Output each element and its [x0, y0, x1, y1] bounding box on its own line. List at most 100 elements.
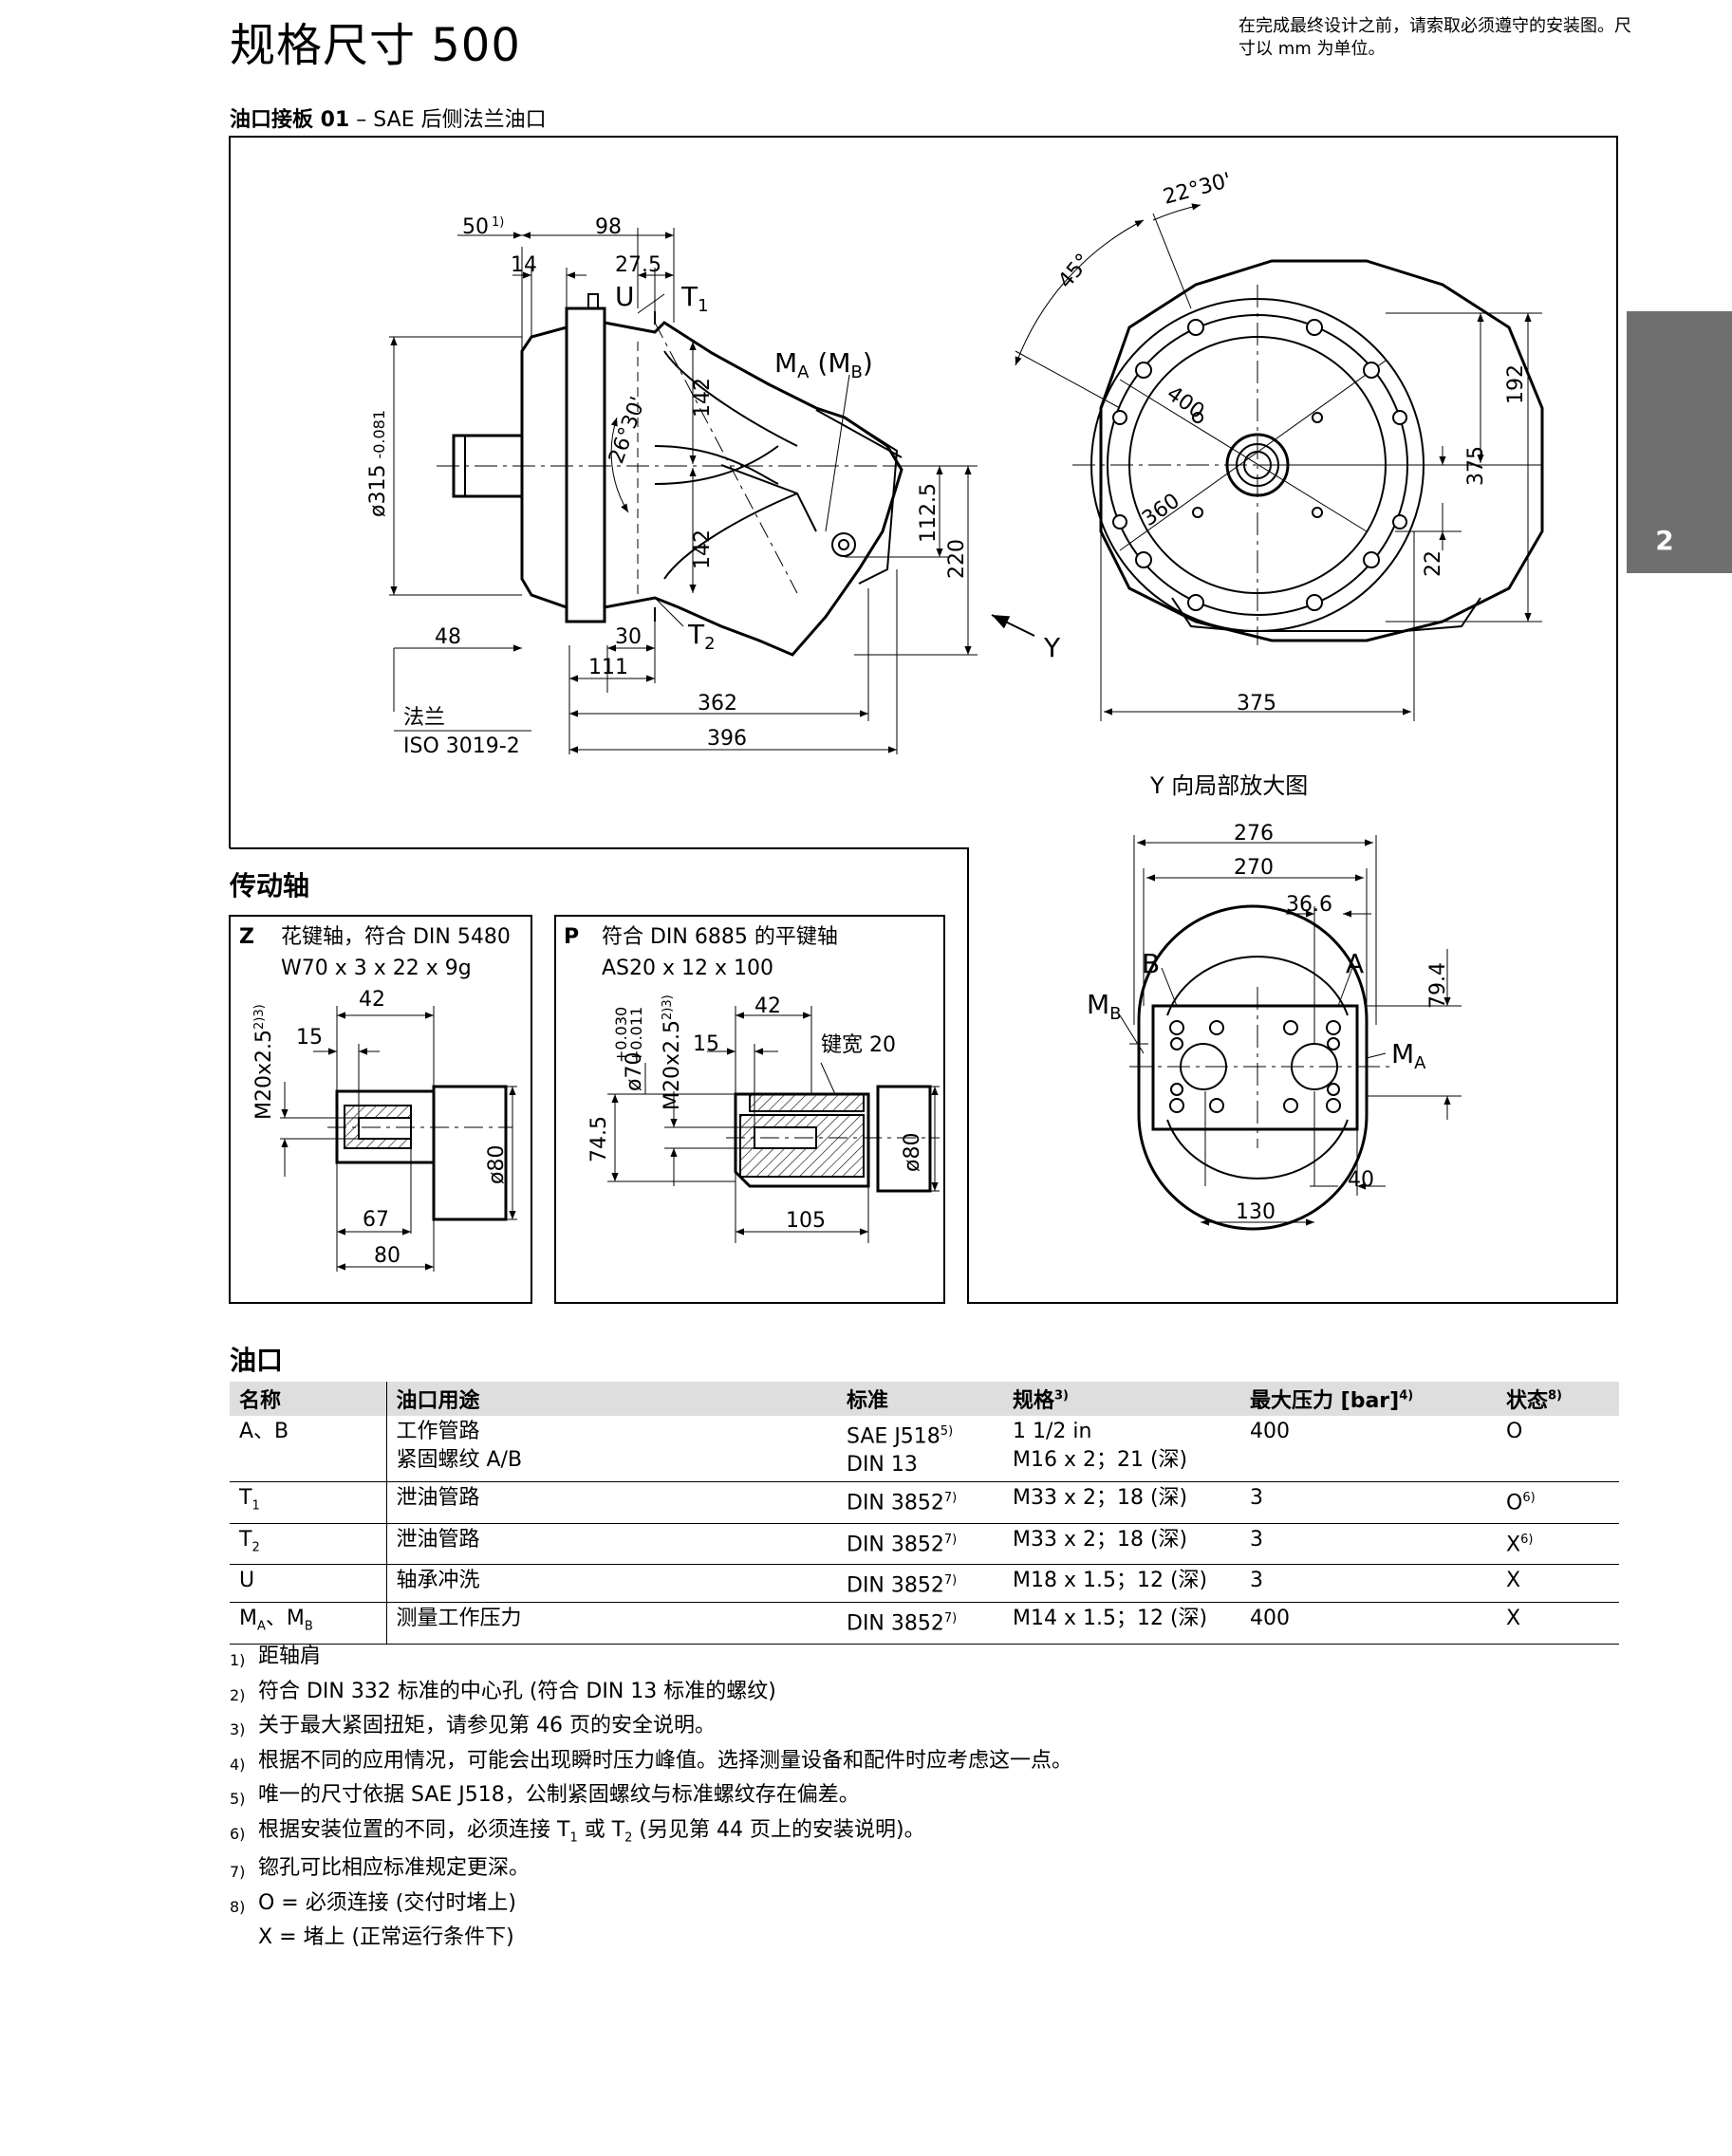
- shaft-z-line1: 花键轴，符合 DIN 5480: [281, 925, 511, 949]
- shaft-z-frame: [229, 915, 532, 1304]
- shaft-p-dim-42: 42: [754, 994, 781, 1018]
- shaft-p-line1: 符合 DIN 6885 的平键轴: [602, 925, 838, 949]
- cell-standard: DIN 38527): [837, 1602, 1003, 1645]
- ports-title: 油口: [230, 1345, 284, 1376]
- cell-pressure: 3: [1240, 1564, 1497, 1604]
- shaft-p-drawing: [607, 1006, 940, 1243]
- table-row: U 轴承冲洗 DIN 38527) M18 x 1.5；12 (深) 3 X: [230, 1564, 1619, 1604]
- header-size: 规格3): [1003, 1382, 1240, 1416]
- label-y-arrow: Y: [1043, 632, 1061, 663]
- shaft-p-tol-dn: +0.011: [627, 1007, 645, 1063]
- footnote: 3)关于最大紧固扭矩，请参见第 46 页的安全说明。: [230, 1714, 716, 1738]
- cell-size: M33 x 2；18 (深): [1003, 1523, 1240, 1566]
- footnote: 2)符合 DIN 332 标准的中心孔 (符合 DIN 13 标准的螺纹): [230, 1679, 776, 1704]
- footnote: 4)根据不同的应用情况，可能会出现瞬时压力峰值。选择测量设备和配件时应考虑这一点…: [230, 1748, 1073, 1774]
- shaft-p-dia-80: ø80: [901, 1133, 924, 1172]
- dim-98: 98: [595, 215, 622, 239]
- dim-27-5: 27.5: [615, 253, 661, 277]
- view-y-holes: [1169, 1020, 1341, 1113]
- cell-pressure: 3: [1240, 1523, 1497, 1566]
- cell-use: 泄油管路: [385, 1481, 837, 1524]
- dim-375-horizontal: 375: [1237, 692, 1276, 716]
- shaft-p-dim-105: 105: [786, 1209, 826, 1233]
- angle-26-30: 26°30': [605, 394, 650, 467]
- cell-size: M33 x 2；18 (深): [1003, 1481, 1240, 1524]
- page-title: 规格尺寸 500: [230, 19, 521, 72]
- shaft-p-key: 键宽 20: [821, 1033, 896, 1057]
- shaft-z-dim-15: 15: [296, 1026, 323, 1050]
- cell-state: O6): [1497, 1481, 1619, 1524]
- label-u: U: [615, 281, 635, 312]
- cell-name: MA、MB: [230, 1602, 386, 1645]
- cell-state: X: [1497, 1564, 1619, 1604]
- dim-50-fn: 1): [492, 215, 504, 230]
- dim-142-bottom: 142: [691, 530, 715, 569]
- dim-270: 270: [1234, 856, 1274, 880]
- cell-pressure: 400: [1240, 1416, 1497, 1483]
- drive-shaft-title: 传动轴: [230, 870, 310, 901]
- footnote: 5)唯一的尺寸依据 SAE J518，公制紧固螺纹与标准螺纹存在偏差。: [230, 1783, 860, 1808]
- table-row: T1 泄油管路 DIN 38527) M33 x 2；18 (深) 3 O6): [230, 1481, 1619, 1524]
- cell-pressure: 3: [1240, 1481, 1497, 1524]
- shaft-p-frame: [554, 915, 945, 1304]
- label-a: A: [1346, 948, 1364, 979]
- dim-142-top: 142: [691, 378, 715, 418]
- cell-state: X6): [1497, 1523, 1619, 1566]
- installation-note: 在完成最终设计之前，请索取必须遵守的安装图。尺寸以 mm 为单位。: [1238, 16, 1631, 59]
- shaft-p-dim-74-5: 74.5: [587, 1116, 611, 1162]
- dim-192: 192: [1504, 364, 1528, 404]
- table-row: T2 泄油管路 DIN 38527) M33 x 2；18 (深) 3 X6): [230, 1523, 1619, 1566]
- cell-use: 测量工作压力: [385, 1602, 837, 1645]
- cell-use: 轴承冲洗: [385, 1564, 837, 1604]
- cell-state: X: [1497, 1602, 1619, 1645]
- footnote: 8)O = 必须连接 (交付时堵上): [230, 1890, 516, 1916]
- cell-size: M18 x 1.5；12 (深): [1003, 1564, 1240, 1604]
- ports-table-header: 名称 油口用途 标准 规格3) 最大压力 [bar]4) 状态8): [230, 1382, 1619, 1416]
- cell-standard: DIN 38527): [837, 1481, 1003, 1524]
- shaft-z-drawing: [280, 1006, 517, 1272]
- dim-14: 14: [511, 253, 537, 277]
- shaft-p-line2: AS20 x 12 x 100: [602, 957, 773, 980]
- chapter-tab-label: 2: [1655, 525, 1674, 556]
- shaft-z-code: Z: [239, 925, 254, 949]
- shaft-p-dia-70: ø70: [623, 1052, 646, 1091]
- dim-79-4: 79.4: [1426, 962, 1450, 1009]
- dim-375-vertical: 375: [1464, 446, 1488, 486]
- dim-phi315: ø315-0.081: [366, 410, 390, 517]
- angle-45: 45°: [1053, 250, 1095, 293]
- shaft-z-line2: W70 x 3 x 22 x 9g: [281, 957, 472, 980]
- label-b: B: [1142, 948, 1160, 979]
- shaft-p-thread: M20x2.52)3): [661, 994, 684, 1110]
- label-ma-mb: MA (MB): [774, 347, 873, 382]
- dim-130: 130: [1236, 1200, 1276, 1224]
- view-y: [1119, 835, 1462, 1231]
- shaft-p-tol-up: +0.030: [612, 1007, 630, 1063]
- dim-220: 220: [945, 539, 969, 579]
- section-port-plate-bold: 油口接板 01: [230, 108, 350, 132]
- table-row: A、B 工作管路紧固螺纹 A/B SAE J5185)DIN 13 1 1/2 …: [230, 1416, 1619, 1483]
- shaft-z-dim-80: 80: [374, 1244, 400, 1268]
- angle-22-30: 22°30': [1161, 169, 1234, 210]
- label-t1: T1: [680, 281, 709, 316]
- section-port-plate-rest: – SAE 后侧法兰油口: [349, 108, 547, 132]
- ports-table: 名称 油口用途 标准 规格3) 最大压力 [bar]4) 状态8) A、B 工作…: [230, 1382, 1619, 1645]
- label-flange: 法兰: [403, 706, 445, 730]
- shaft-p-dim-15: 15: [693, 1032, 719, 1056]
- label-ma: MA: [1391, 1038, 1426, 1073]
- cell-standard: DIN 38527): [837, 1523, 1003, 1566]
- dim-30: 30: [615, 625, 642, 649]
- dimension-drawing: 50 1) 98 14 27.5 U T1 MA (MB) ø315-0.081…: [229, 136, 1618, 1304]
- header-name: 名称: [230, 1382, 386, 1416]
- footnote: 1)距轴肩: [230, 1645, 322, 1669]
- dim-112-5: 112.5: [917, 483, 940, 543]
- shaft-z-dia-80: ø80: [485, 1145, 509, 1184]
- drawing-frame: [229, 136, 1618, 1304]
- table-row: MA、MB 测量工作压力 DIN 38527) M14 x 1.5；12 (深)…: [230, 1602, 1619, 1645]
- section-port-plate: 油口接板 01 – SAE 后侧法兰油口: [230, 102, 547, 133]
- label-iso: ISO 3019-2: [403, 734, 520, 758]
- label-t2: T2: [687, 619, 716, 654]
- label-mb: MB: [1087, 989, 1122, 1024]
- dim-22: 22: [1422, 550, 1445, 577]
- dim-362: 362: [698, 692, 737, 716]
- cell-use: 泄油管路: [385, 1523, 837, 1566]
